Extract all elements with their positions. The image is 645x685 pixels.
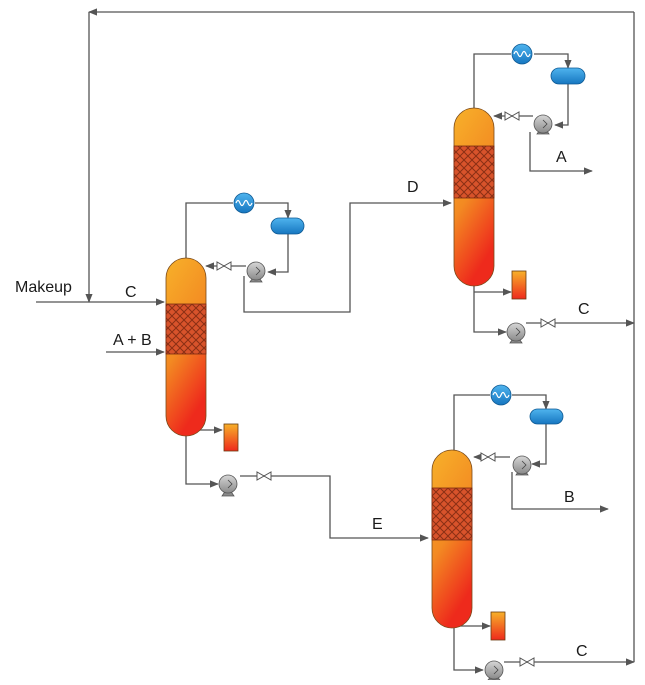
col2-drum-out: [554, 84, 569, 129]
valve-icon: [540, 318, 556, 328]
label-product-a: A: [556, 149, 567, 166]
heat-exchanger-icon: [233, 192, 255, 214]
valve-icon: [480, 452, 496, 462]
reflux-drum-2: [550, 67, 586, 85]
label-feed-ab: A + B: [113, 332, 152, 349]
valve-icon: [256, 471, 272, 481]
col3-vapor-line: [453, 394, 490, 452]
pump-icon: [506, 322, 526, 344]
label-stream-d: D: [407, 179, 419, 196]
reboiler-3: [490, 611, 506, 641]
pump-icon: [512, 455, 532, 476]
col3-drum-out: [531, 424, 547, 468]
col3-cond-out: [512, 394, 550, 410]
column-2: [453, 107, 495, 287]
col1-distillate-d: [243, 199, 452, 313]
column-1: [165, 257, 207, 437]
reflux-drum-1: [270, 217, 305, 235]
col1-drum-out: [267, 234, 289, 276]
pump-icon: [484, 660, 504, 681]
label-product-c-top: C: [578, 301, 590, 318]
column-2-packing: [453, 145, 495, 199]
pumps: [218, 114, 553, 681]
col2-cond-out: [534, 53, 572, 69]
pump-icon: [218, 474, 238, 497]
col1-bottoms-e: [240, 475, 429, 542]
label-makeup: Makeup: [15, 279, 72, 296]
reboilers: [223, 270, 527, 641]
reflux-drums: [270, 67, 586, 425]
col2-vapor-line: [473, 53, 511, 110]
reflux-drum-3: [529, 408, 564, 425]
label-product-c-bottom: C: [576, 643, 588, 660]
col2-bottoms: [473, 284, 507, 336]
stream-labels: Makeup C A + B D E A B C C: [15, 149, 590, 660]
piping: [36, 8, 635, 674]
reboiler-1: [223, 423, 239, 452]
col1-vapor-line: [185, 202, 233, 258]
col3-distillate-b: [511, 472, 609, 513]
valves: [216, 111, 556, 667]
column-1-packing: [165, 303, 207, 355]
label-feed-c: C: [125, 284, 137, 301]
label-product-b: B: [564, 489, 575, 506]
label-stream-e: E: [372, 516, 383, 533]
column-3-packing: [431, 487, 473, 541]
pump-icon: [246, 261, 266, 283]
reboiler-2: [511, 270, 527, 300]
heat-exchanger-icon: [490, 384, 512, 406]
condensers: [233, 43, 533, 406]
col1-bottoms: [185, 434, 219, 488]
heat-exchanger-icon: [511, 43, 533, 65]
valve-icon: [519, 657, 535, 667]
column-3: [431, 449, 473, 629]
col2-distillate-a: [529, 132, 593, 175]
col3-bottoms: [453, 628, 484, 674]
valve-icon: [504, 111, 520, 121]
valve-icon: [216, 261, 232, 271]
col1-cond-out: [255, 202, 292, 219]
pump-icon: [533, 114, 553, 135]
